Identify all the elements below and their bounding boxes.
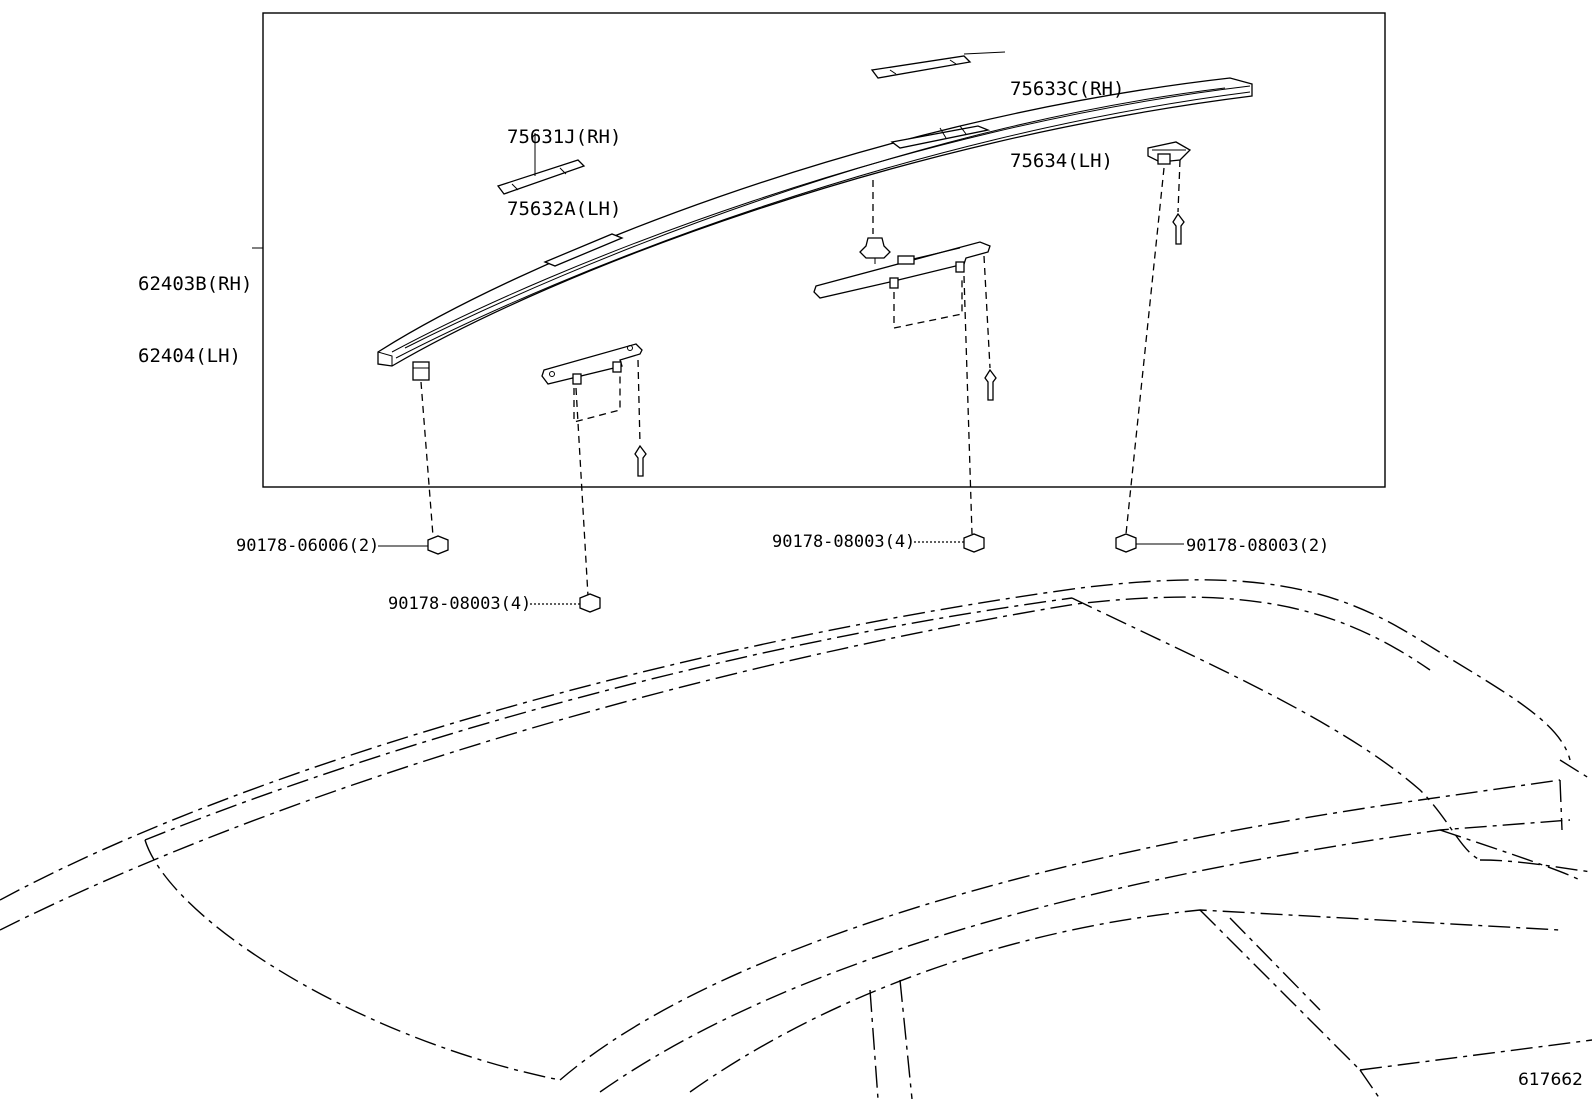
nut-front-drawing	[427, 535, 449, 555]
front-cover-label-line2: 75632A(LH)	[507, 198, 622, 220]
rear-bracket-stud-drawing	[1172, 212, 1185, 245]
rear-cover-drawing	[870, 51, 1006, 79]
callout-box	[262, 12, 1386, 488]
rear-cover-label: 75633C(RH) 75634(LH)	[1010, 29, 1124, 221]
center-clip-drawing	[859, 237, 891, 264]
roof-rail-drawing	[377, 77, 1253, 367]
nut-bracket-front-label: 90178-08003(4)	[388, 594, 532, 614]
front-cover-drawing	[496, 133, 586, 195]
front-bracket-drawing	[541, 343, 643, 385]
vehicle-roof-outline	[0, 579, 1592, 1100]
nut-bracket-center-drawing	[963, 533, 985, 553]
roof-rail-label-line1: 62403B(RH)	[138, 273, 253, 295]
rear-cover-label-line1: 75633C(RH)	[1010, 78, 1125, 100]
nut-bracket-front-drawing	[579, 593, 601, 613]
rear-bracket-drawing	[1147, 141, 1192, 165]
nut-rear-label: 90178-08003(2)	[1186, 536, 1330, 556]
center-bracket-stud-drawing	[984, 368, 997, 401]
nut-rear-drawing	[1115, 533, 1137, 553]
roof-rail-label: 62403B(RH) 62404(LH)	[138, 224, 252, 416]
front-cover-label: 75631J(RH) 75632A(LH)	[507, 77, 621, 269]
nut-front-label: 90178-06006(2)	[236, 536, 380, 556]
front-clip-drawing	[412, 361, 430, 381]
center-bracket-drawing	[813, 241, 991, 299]
rear-cover-leader	[963, 51, 1006, 55]
front-bracket-stud-drawing	[634, 444, 647, 477]
nut-bracket-center-label: 90178-08003(4)	[772, 532, 916, 552]
roof-rail-label-line2: 62404(LH)	[138, 345, 241, 367]
rear-cover-label-line2: 75634(LH)	[1010, 150, 1113, 172]
front-cover-label-line1: 75631J(RH)	[507, 126, 622, 148]
diagram-reference-number: 617662	[1518, 1070, 1583, 1090]
